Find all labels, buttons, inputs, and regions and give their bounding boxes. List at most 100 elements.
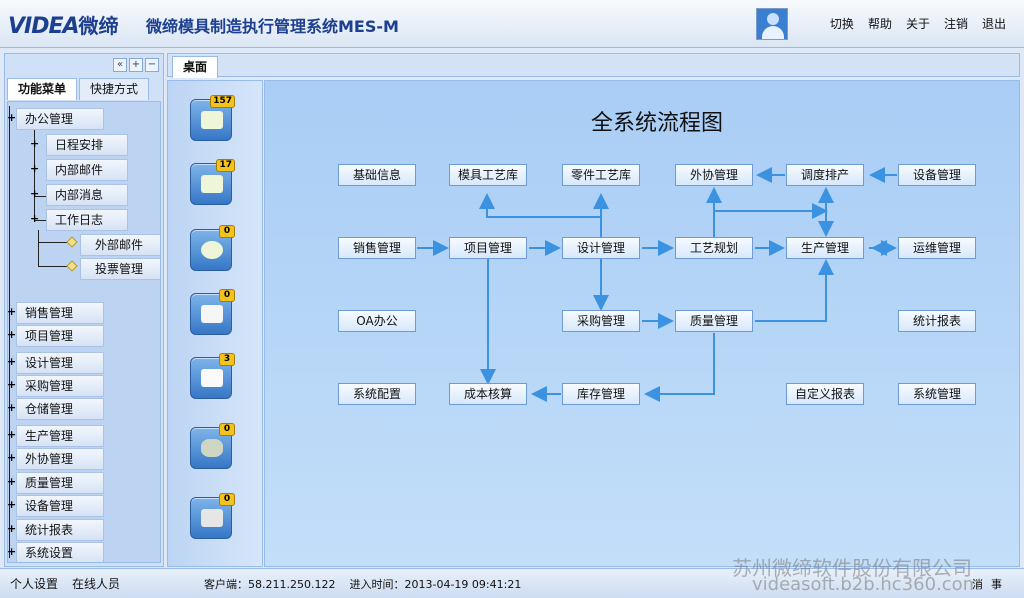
tab-desktop[interactable]: 桌面 — [172, 56, 219, 78]
tab-function-menu[interactable]: 功能菜单 — [7, 78, 78, 100]
expand-icon[interactable]: + — [7, 305, 17, 318]
tab-shortcuts[interactable]: 快捷方式 — [79, 78, 150, 100]
node-equipment[interactable]: 设备管理 — [898, 164, 976, 186]
notepad-icon[interactable]: 0 — [190, 289, 235, 335]
node-part-craft[interactable]: 零件工艺库 — [562, 164, 640, 186]
tree-item-internal-msg[interactable]: 内部消息 — [46, 184, 128, 206]
tree-line — [38, 230, 39, 266]
tree-item-stats[interactable]: 统计报表 — [16, 519, 104, 541]
node-stats[interactable]: 统计报表 — [898, 310, 976, 332]
tree-line — [38, 266, 68, 267]
node-oa[interactable]: OA办公 — [338, 310, 416, 332]
expand-icon[interactable]: + — [7, 378, 17, 391]
expand-icon[interactable]: + — [30, 137, 40, 150]
expand-icon[interactable]: + — [7, 475, 17, 488]
tree-item-warehouse[interactable]: 仓储管理 — [16, 398, 104, 420]
message-icon[interactable]: 157 — [190, 95, 235, 141]
expand-icon[interactable]: + — [7, 451, 17, 464]
tree-item-office[interactable]: 办公管理 — [16, 108, 104, 130]
tree-item-outsource[interactable]: 外协管理 — [16, 448, 104, 470]
node-project[interactable]: 项目管理 — [449, 237, 527, 259]
tree-item-quality[interactable]: 质量管理 — [16, 472, 104, 494]
expand-icon[interactable]: + — [7, 401, 17, 414]
logo-cn: 微缔 — [78, 14, 119, 38]
expand-icon[interactable]: + — [30, 187, 40, 200]
node-maintenance[interactable]: 运维管理 — [898, 237, 976, 259]
logout-link[interactable]: 注销 — [943, 17, 968, 31]
expand-icon[interactable]: + — [7, 328, 17, 341]
message-indicator[interactable]: 消 — [972, 578, 983, 591]
tree-line — [34, 124, 35, 220]
node-sysconfig[interactable]: 系统配置 — [338, 383, 416, 405]
help-link[interactable]: 帮助 — [867, 17, 892, 31]
node-purchase[interactable]: 采购管理 — [562, 310, 640, 332]
expand-all-icon[interactable]: + — [129, 58, 143, 72]
expand-icon[interactable]: + — [7, 111, 17, 124]
status-bar: 个人设置 在线人员 客户端：58.211.250.122 进入时间：2013-0… — [0, 568, 1024, 598]
collapse-icon[interactable]: « — [113, 58, 127, 72]
expand-icon[interactable]: + — [7, 498, 17, 511]
node-schedule[interactable]: 调度排产 — [786, 164, 864, 186]
switch-link[interactable]: 切换 — [829, 17, 854, 31]
cabinet-badge: 0 — [219, 493, 235, 506]
expand-icon[interactable]: + — [7, 545, 17, 558]
online-users-link[interactable]: 在线人员 — [72, 577, 121, 591]
mail-badge: 17 — [216, 159, 235, 172]
left-panel: « + − 功能菜单 快捷方式 + 办公管理 + 日程安排 + 内部邮件 + 内… — [4, 53, 164, 567]
browser-icon[interactable]: 0 — [190, 225, 235, 271]
tree-item-vote[interactable]: 投票管理 — [80, 258, 160, 280]
node-sysmgmt[interactable]: 系统管理 — [898, 383, 976, 405]
node-base-info[interactable]: 基础信息 — [338, 164, 416, 186]
node-design[interactable]: 设计管理 — [562, 237, 640, 259]
node-inventory[interactable]: 库存管理 — [562, 383, 640, 405]
gantt-icon[interactable]: 3 — [190, 353, 235, 399]
tree-item-production[interactable]: 生产管理 — [16, 425, 104, 447]
node-cost[interactable]: 成本核算 — [449, 383, 527, 405]
leaf-icon — [66, 236, 78, 248]
tree-item-work-log[interactable]: 工作日志 — [46, 209, 128, 231]
tree-item-equipment[interactable]: 设备管理 — [16, 495, 104, 517]
tree-item-sales[interactable]: 销售管理 — [16, 302, 104, 324]
tree-item-design[interactable]: 设计管理 — [16, 352, 104, 374]
tree-item-purchase[interactable]: 采购管理 — [16, 375, 104, 397]
user-avatar[interactable] — [756, 8, 788, 40]
node-production[interactable]: 生产管理 — [786, 237, 864, 259]
satellite-badge: 0 — [219, 423, 235, 436]
expand-icon[interactable]: + — [7, 355, 17, 368]
node-custom-report[interactable]: 自定义报表 — [786, 383, 864, 405]
exit-link[interactable]: 退出 — [981, 17, 1006, 31]
personal-settings-link[interactable]: 个人设置 — [10, 577, 59, 591]
collapse-all-icon[interactable]: − — [145, 58, 159, 72]
satellite-icon[interactable]: 0 — [190, 423, 235, 469]
node-mold-craft[interactable]: 模具工艺库 — [449, 164, 527, 186]
tree-item-project[interactable]: 项目管理 — [16, 325, 104, 347]
login-info: 进入时间：2013-04-19 09:41:21 — [349, 576, 521, 592]
client-ip: 58.211.250.122 — [248, 578, 336, 591]
node-outsource[interactable]: 外协管理 — [675, 164, 753, 186]
panel-tools: « + − — [113, 58, 159, 72]
expand-icon[interactable]: + — [7, 522, 17, 535]
tree-item-external-mail[interactable]: 外部邮件 — [80, 234, 160, 256]
node-quality[interactable]: 质量管理 — [675, 310, 753, 332]
expand-icon[interactable]: + — [30, 212, 40, 225]
flow-arrows — [417, 167, 897, 402]
node-process[interactable]: 工艺规划 — [675, 237, 753, 259]
status-right: 消 事 — [972, 576, 1002, 592]
cabinet-icon[interactable]: 0 — [190, 493, 235, 539]
node-sales[interactable]: 销售管理 — [338, 237, 416, 259]
tree-item-schedule[interactable]: 日程安排 — [46, 134, 128, 156]
client-label: 客户端： — [204, 578, 248, 591]
about-link[interactable]: 关于 — [905, 17, 930, 31]
expand-icon[interactable]: + — [30, 162, 40, 175]
mail-icon[interactable]: 17 — [190, 159, 235, 205]
tree-line — [38, 242, 68, 243]
tree-item-internal-mail[interactable]: 内部邮件 — [46, 159, 128, 181]
tree-line — [9, 106, 10, 558]
app-header: VIDEA微缔 微缔模具制造执行管理系统MES-M 切换 帮助 关于 注销 退出 — [0, 0, 1024, 48]
expand-icon[interactable]: + — [7, 428, 17, 441]
message-badge: 157 — [210, 95, 235, 108]
function-tree: + 办公管理 + 日程安排 + 内部邮件 + 内部消息 + 工作日志 外部邮件 … — [7, 101, 161, 563]
tree-item-system[interactable]: 系统设置 — [16, 542, 104, 562]
browser-badge: 0 — [219, 225, 235, 238]
event-indicator[interactable]: 事 — [991, 578, 1002, 591]
